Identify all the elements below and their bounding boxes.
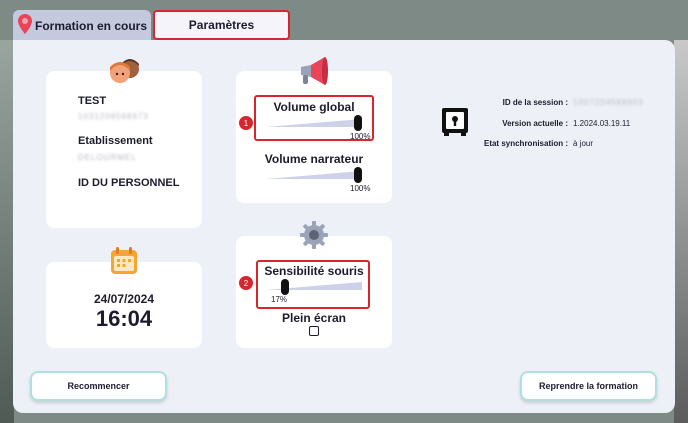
current-time: 16:04 — [95, 306, 153, 331]
megaphone-icon — [301, 57, 328, 85]
sync-status-value: à jour — [573, 139, 594, 148]
tab-parametres[interactable]: Paramètres — [153, 10, 290, 40]
global-volume-label: Volume global — [273, 100, 355, 114]
calendar-icon — [111, 247, 137, 274]
tab-formation[interactable]: Formation en cours — [13, 10, 151, 42]
narrator-volume-label: Volume narrateur — [264, 152, 364, 166]
global-volume-highlight — [254, 95, 374, 141]
narrator-volume-value: 100% — [350, 184, 371, 193]
mouse-sensitivity-label: Sensibilité souris — [264, 264, 364, 278]
background-right — [674, 40, 688, 423]
version-value: 1.2024.03.19.11 — [573, 119, 631, 128]
establishment-label: Etablissement — [78, 135, 153, 147]
settings-panel: TEST 1031208568973 Etablissement DELOURM… — [13, 40, 675, 413]
mouse-sensitivity-track[interactable] — [266, 280, 362, 292]
restart-button[interactable]: Recommencer — [30, 371, 167, 401]
mouse-sensitivity-slider-thumb[interactable] — [280, 279, 289, 295]
gear-icon — [300, 221, 328, 249]
narrator-volume-track[interactable] — [266, 169, 362, 181]
user-name: TEST — [78, 95, 107, 107]
user-id-value: 1031208568973 — [78, 112, 149, 121]
datetime-card: 24/07/2024 16:04 — [46, 262, 202, 348]
tab-parametres-label: Paramètres — [188, 18, 255, 32]
people-icon — [110, 59, 139, 83]
staff-id-label: ID DU PERSONNEL — [78, 177, 180, 189]
resume-training-button[interactable]: Reprendre la formation — [520, 371, 657, 401]
tab-formation-label: Formation en cours — [35, 19, 148, 33]
session-id-value: 1007204568903 — [573, 98, 644, 107]
mouse-sensitivity-highlight — [256, 260, 370, 309]
fullscreen-checkbox[interactable] — [309, 326, 319, 336]
mouse-sensitivity-value: 17% — [271, 295, 288, 304]
establishment-value: DELOURMEL — [78, 153, 137, 162]
safe-icon — [442, 108, 468, 136]
session-id-label: ID de la session : — [502, 98, 568, 107]
user-card: TEST 1031208568973 Etablissement DELOURM… — [46, 71, 202, 228]
fullscreen-label: Plein écran — [281, 311, 347, 325]
resume-training-button-label: Reprendre la formation — [538, 381, 639, 391]
version-label: Version actuelle : — [502, 119, 568, 128]
sound-settings-card: 1 Volume global 100% Volume narrateur 10… — [236, 71, 392, 203]
background-left — [0, 40, 14, 423]
restart-button-label: Recommencer — [67, 381, 130, 391]
step-badge-1: 1 — [239, 116, 253, 130]
step-badge-2: 2 — [239, 276, 253, 290]
global-volume-slider-thumb[interactable] — [354, 115, 362, 131]
narrator-volume-slider-thumb[interactable] — [354, 167, 362, 183]
global-volume-track[interactable] — [266, 117, 362, 129]
current-date: 24/07/2024 — [93, 292, 155, 306]
map-pin-icon — [18, 14, 32, 34]
global-volume-value: 100% — [350, 132, 371, 141]
sync-status-label: Etat synchronisation : — [483, 139, 568, 148]
mouse-settings-card: 2 Sensibilité souris 17% Plein écran — [236, 236, 392, 348]
